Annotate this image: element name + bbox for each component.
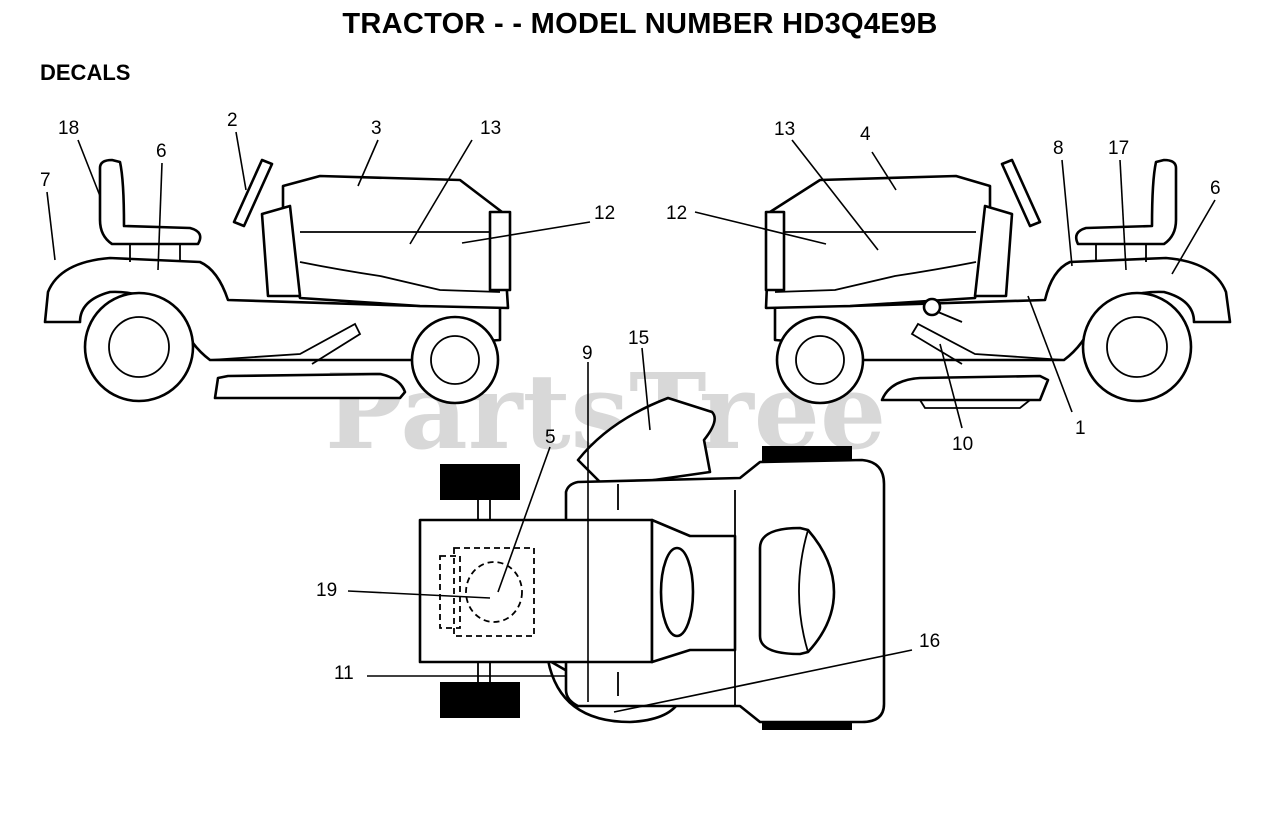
callout-6-left: 6 [156,141,167,162]
front-wheel-right [775,315,865,405]
callout-13-left: 13 [480,118,501,139]
callout-17: 17 [1108,138,1129,159]
callout-7: 7 [40,170,51,191]
callout-2: 2 [227,110,238,131]
tractor-left-side-view [43,158,512,405]
callout-15: 15 [628,328,649,349]
tractor-top-view [418,396,886,730]
rear-wheel [83,291,195,403]
callout-13-right: 13 [774,119,795,140]
callout-16: 16 [919,631,940,652]
callout-6-right: 6 [1210,178,1221,199]
front-wheel [410,315,500,405]
front-tire-top [440,464,520,500]
callout-12-left: 12 [594,203,615,224]
rear-wheel-right [1081,291,1193,403]
callout-10: 10 [952,434,973,455]
callout-18: 18 [58,118,79,139]
callout-labels: 18 2 3 13 6 7 12 13 4 8 17 6 12 1 10 9 1… [40,110,1221,684]
callout-8: 8 [1053,138,1064,159]
tractor-right-side-view [764,158,1232,409]
callout-5: 5 [545,427,556,448]
callout-11: 11 [334,663,354,684]
front-tire-bottom [440,682,520,718]
callout-12-right: 12 [666,203,687,224]
callout-4: 4 [860,124,871,145]
leader-lines [46,131,1216,713]
section-heading: DECALS [40,60,131,85]
callout-3: 3 [371,118,382,139]
callout-19: 19 [316,580,337,601]
callout-9: 9 [582,343,593,364]
callout-1: 1 [1075,418,1086,439]
page-title: TRACTOR - - MODEL NUMBER HD3Q4E9B [342,8,938,40]
